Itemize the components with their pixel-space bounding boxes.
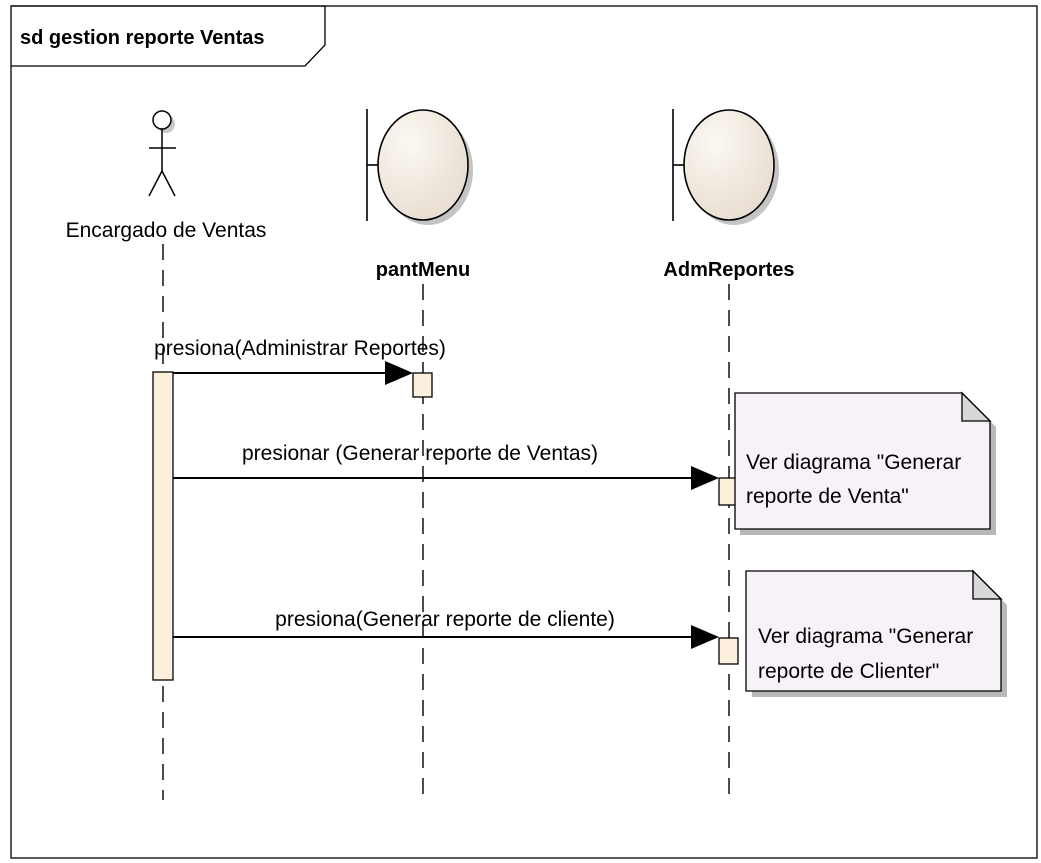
note-1[interactable]: Ver diagrama "Generar reporte de Venta" — [734, 391, 996, 535]
note-2[interactable]: Ver diagrama "Generar reporte de Cliente… — [745, 569, 1007, 697]
actor-activation-bar[interactable] — [152, 371, 174, 681]
actor-stick-figure-icon — [148, 110, 176, 197]
actor-encargado-de-ventas[interactable]: Encargado de Ventas — [66, 110, 267, 242]
message-arrow-2[interactable] — [173, 466, 719, 490]
note-text-line-1: Ver diagrama "Generar — [746, 451, 961, 474]
message-arrow-3[interactable] — [173, 625, 719, 649]
actor-name: Encargado de Ventas — [66, 219, 267, 242]
lifeline-admreportes[interactable]: AdmReportes — [663, 109, 795, 281]
message-label-1: presiona(Administrar Reportes) — [154, 337, 446, 360]
message-arrow-1[interactable] — [173, 361, 413, 385]
message-label-2: presionar (Generar reporte de Ventas) — [242, 442, 598, 465]
note-text-line-2: reporte de Clienter" — [758, 660, 939, 683]
message-label-3: presiona(Generar reporte de cliente) — [275, 608, 615, 631]
pantmenu-activation-bar[interactable] — [412, 372, 433, 398]
lifeline-pantmenu[interactable]: pantMenu — [366, 109, 473, 281]
boundary-icon — [366, 109, 473, 225]
boundary-icon — [672, 109, 779, 225]
note-text-line-1: Ver diagrama "Generar — [758, 625, 973, 648]
lifeline-name: pantMenu — [376, 259, 470, 281]
admreportes-activation-bar-2[interactable] — [718, 637, 739, 665]
lifeline-name: AdmReportes — [663, 259, 794, 281]
frame-title: sd gestion reporte Ventas — [20, 27, 265, 49]
note-text-line-2: reporte de Venta" — [746, 485, 909, 508]
